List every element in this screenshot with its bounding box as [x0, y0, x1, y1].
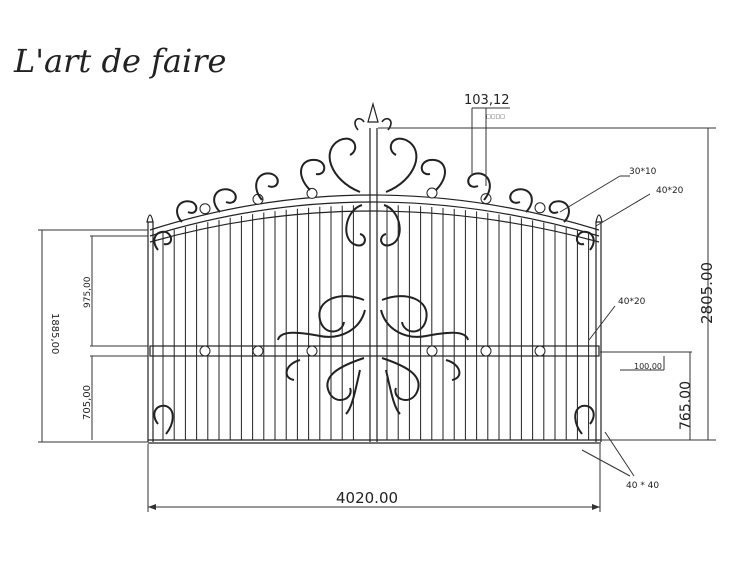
dim-total-height: 2805.00	[378, 127, 716, 441]
dim-width: 4020.00	[147, 444, 601, 512]
dim-arch-leaders: 30*10 40*20 40*20	[559, 167, 684, 341]
dim-left-height: 1885,00	[38, 229, 148, 443]
dim-mid-rail-label: 40*20	[618, 297, 646, 307]
crest-scrolls	[176, 118, 570, 223]
rail-rosette	[199, 345, 211, 357]
dim-panels: 975,00 705,00	[82, 235, 148, 440]
vertical-bars	[162, 205, 590, 440]
dim-lower-height-label: 765.00	[678, 381, 694, 430]
arch-rosette	[426, 187, 438, 199]
rail-rosette	[426, 345, 438, 357]
center-scrolls	[277, 204, 469, 415]
dim-left-height-label: 1885,00	[49, 313, 60, 354]
dim-mid-rail-gap-label: 100,00	[634, 362, 662, 371]
rail-rosettes	[199, 187, 546, 357]
rail-rosette	[306, 345, 318, 357]
arch-rosette	[534, 202, 546, 214]
dim-width-label: 4020.00	[336, 489, 398, 507]
dim-total-height-label: 2805.00	[698, 262, 716, 324]
corner-scrolls	[153, 230, 595, 435]
rail-rosette	[480, 345, 492, 357]
svg-text:□□□□: □□□□	[486, 114, 505, 120]
rail-rosette	[252, 345, 264, 357]
rail-rosette	[534, 345, 546, 357]
dim-upper-panel-label: 975,00	[83, 276, 93, 308]
dim-arch-bar-label: 30*10	[629, 167, 657, 177]
gate-frame	[146, 101, 603, 444]
arch-rosette	[199, 203, 211, 215]
dim-post-section-label: 40 * 40	[626, 481, 659, 491]
brand-title: L'art de faire	[13, 42, 226, 80]
arch-rosette	[306, 187, 318, 199]
dim-top-rail-label: 40*20	[656, 186, 684, 196]
dim-post-offset: 103,12 □□□□	[464, 93, 510, 186]
dim-lower-height: 765.00 100,00	[600, 351, 694, 440]
dim-post-section: 40 * 40	[581, 431, 659, 491]
dim-post-offset-label: 103,12	[464, 93, 510, 108]
dim-lower-panel-label: 705,00	[82, 385, 93, 420]
